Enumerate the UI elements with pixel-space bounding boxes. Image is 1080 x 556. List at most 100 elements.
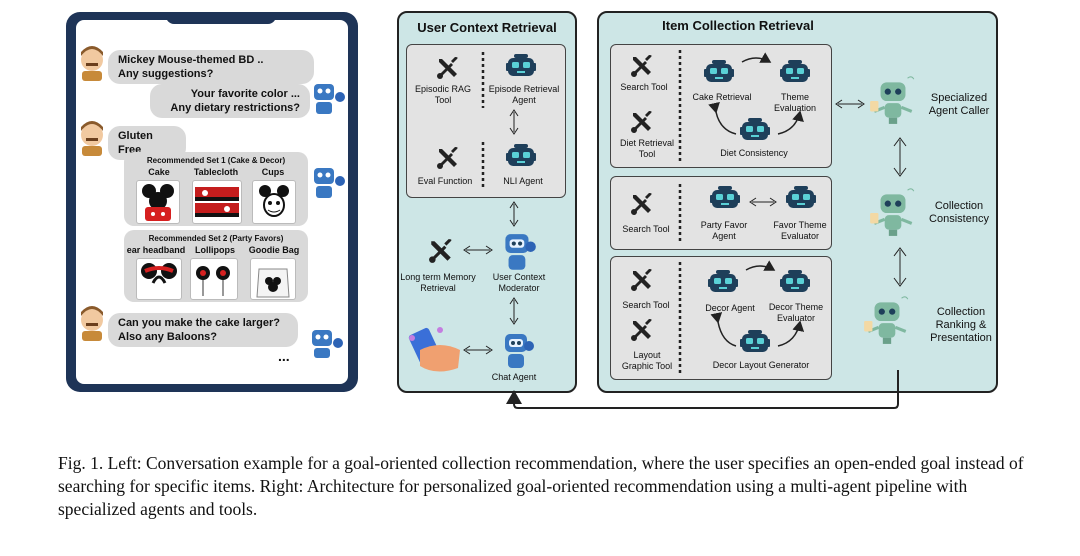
label-line: Collection xyxy=(934,200,984,212)
label-line: Evaluator xyxy=(776,313,816,323)
decor-layout-generator-label: Decor Layout Generator xyxy=(712,360,810,370)
episode-retrieval-agent-label: Episode Retrieval Agent xyxy=(484,84,564,106)
tools-icon xyxy=(437,147,458,169)
label-line: User Context xyxy=(492,272,546,282)
robot-icon xyxy=(740,330,770,352)
tools-icon xyxy=(631,111,652,133)
item-label: Tablecloth xyxy=(193,167,239,177)
typing-indicator: ... xyxy=(278,348,290,364)
specialized-agent-caller-label: Specialized Agent Caller xyxy=(922,92,996,118)
robot-icon xyxy=(710,186,740,208)
tablecloth-image[interactable] xyxy=(192,180,242,224)
bot-avatar-icon xyxy=(314,84,345,114)
label-line: Agent xyxy=(712,231,736,241)
label-line: Decor Theme xyxy=(768,302,824,312)
panel-title: Item Collection Retrieval xyxy=(662,18,814,33)
label-line: Diet Retrieval xyxy=(619,138,675,148)
layout-graphic-tool-label: Layout Graphic Tool xyxy=(612,350,682,372)
label-line: Consistency xyxy=(929,213,989,225)
chat-agent-bot-icon xyxy=(505,334,534,368)
robot-icon xyxy=(786,186,816,208)
item-label: Lollipops xyxy=(195,245,235,255)
message-text: Can you make the cake larger? xyxy=(118,317,281,329)
panel-title: User Context Retrieval xyxy=(417,20,557,35)
user-avatar-icon xyxy=(81,121,103,156)
item-label: Cups xyxy=(261,167,285,177)
user-context-moderator-label: User Context Moderator xyxy=(488,272,550,294)
tools-icon xyxy=(631,269,652,291)
long-term-memory-label: Long term Memory Retrieval xyxy=(398,272,478,294)
specialized-agent-caller-icon xyxy=(870,75,916,126)
item-label: Cake xyxy=(148,167,170,177)
recommended-set-title: Recommended Set 2 (Party Favors) xyxy=(148,234,284,243)
label-line: Evaluator xyxy=(780,231,820,241)
label-line: Moderator xyxy=(498,283,540,293)
label-line: Tool xyxy=(434,95,452,105)
collection-ranking-label: Collection Ranking & Presentation xyxy=(922,306,1000,345)
message-text: Also any Baloons? xyxy=(118,331,218,343)
cake-image[interactable] xyxy=(136,180,180,224)
robot-icon xyxy=(708,270,738,292)
collection-consistency-icon xyxy=(870,187,916,238)
theme-evaluation-label: Theme Evaluation xyxy=(773,92,817,113)
bot-message-1: Your favorite color ... Any dietary rest… xyxy=(150,84,310,118)
robot-icon xyxy=(780,60,810,82)
label-line: Collection xyxy=(936,306,986,318)
robot-icon xyxy=(506,54,536,76)
robot-icon xyxy=(704,60,734,82)
collection-ranking-icon xyxy=(864,295,910,346)
decor-agent-label: Decor Agent xyxy=(705,303,755,313)
user-avatar-icon xyxy=(81,306,103,341)
item-label: ear headband xyxy=(126,245,186,255)
cups-image[interactable] xyxy=(252,180,296,224)
cake-retrieval-label: Cake Retrieval xyxy=(692,92,752,102)
diet-consistency-label: Diet Consistency xyxy=(720,148,788,158)
user-context-group xyxy=(406,44,566,198)
recommended-set-2: Recommended Set 2 (Party Favors) ear hea… xyxy=(124,230,308,302)
tools-icon xyxy=(437,57,458,79)
episodic-rag-tool-label: Episodic RAG Tool xyxy=(410,84,476,106)
favor-theme-evaluator-label: Favor Theme Evaluator xyxy=(768,220,832,242)
label-line: Specialized xyxy=(930,92,988,104)
chat-agent-label: Chat Agent xyxy=(491,372,537,382)
label-line: Episodic RAG xyxy=(414,84,472,94)
label-line: Agent Caller xyxy=(928,105,990,117)
search-tool-label: Search Tool xyxy=(622,300,670,310)
robot-icon xyxy=(506,144,536,166)
eval-function-label: Eval Function xyxy=(417,176,473,186)
recommended-set-1: Recommended Set 1 (Cake & Decor) Cake Ta… xyxy=(124,152,308,226)
diet-retrieval-tool-label: Diet Retrieval Tool xyxy=(612,138,682,160)
party-favor-agent-label: Party Favor Agent xyxy=(692,220,756,242)
message-text: Your favorite color ... xyxy=(190,88,300,100)
label-line: Long term Memory xyxy=(400,272,476,282)
phone-hand-icon xyxy=(408,327,460,372)
user-avatar-icon xyxy=(81,46,103,81)
user-message-1: Mickey Mouse-themed BD .. Any suggestion… xyxy=(108,50,314,84)
search-tool-label: Search Tool xyxy=(620,82,668,92)
collection-consistency-label: Collection Consistency xyxy=(922,200,996,226)
tools-icon xyxy=(631,319,652,341)
search-tool-label: Search Tool xyxy=(622,224,670,234)
moderator-bot-icon xyxy=(505,234,536,270)
bot-avatar-icon xyxy=(314,168,345,198)
label-line: Episode Retrieval xyxy=(488,84,560,94)
robot-icon xyxy=(740,118,770,140)
message-text: Mickey Mouse-themed BD .. xyxy=(118,54,264,66)
label-line: Retrieval xyxy=(420,283,456,293)
recommended-set-title: Recommended Set 1 (Cake & Decor) xyxy=(146,156,286,165)
decor-theme-evaluator-label: Decor Theme Evaluator xyxy=(764,302,828,324)
user-message-3: Can you make the cake larger? Also any B… xyxy=(108,313,298,347)
label-line: Ranking & xyxy=(935,319,987,331)
label-line: Presentation xyxy=(930,332,992,344)
ear-headband-image[interactable] xyxy=(136,258,182,300)
goodie-bag-image[interactable] xyxy=(250,258,296,300)
tools-icon xyxy=(631,193,652,215)
label-line: Tool xyxy=(638,149,656,159)
label-line: Party Favor xyxy=(700,220,748,230)
figure-caption: Fig. 1. Left: Conversation example for a… xyxy=(58,453,1024,519)
phone-notch xyxy=(166,12,276,24)
lollipops-image[interactable] xyxy=(190,258,238,300)
message-text: Any dietary restrictions? xyxy=(170,102,300,114)
